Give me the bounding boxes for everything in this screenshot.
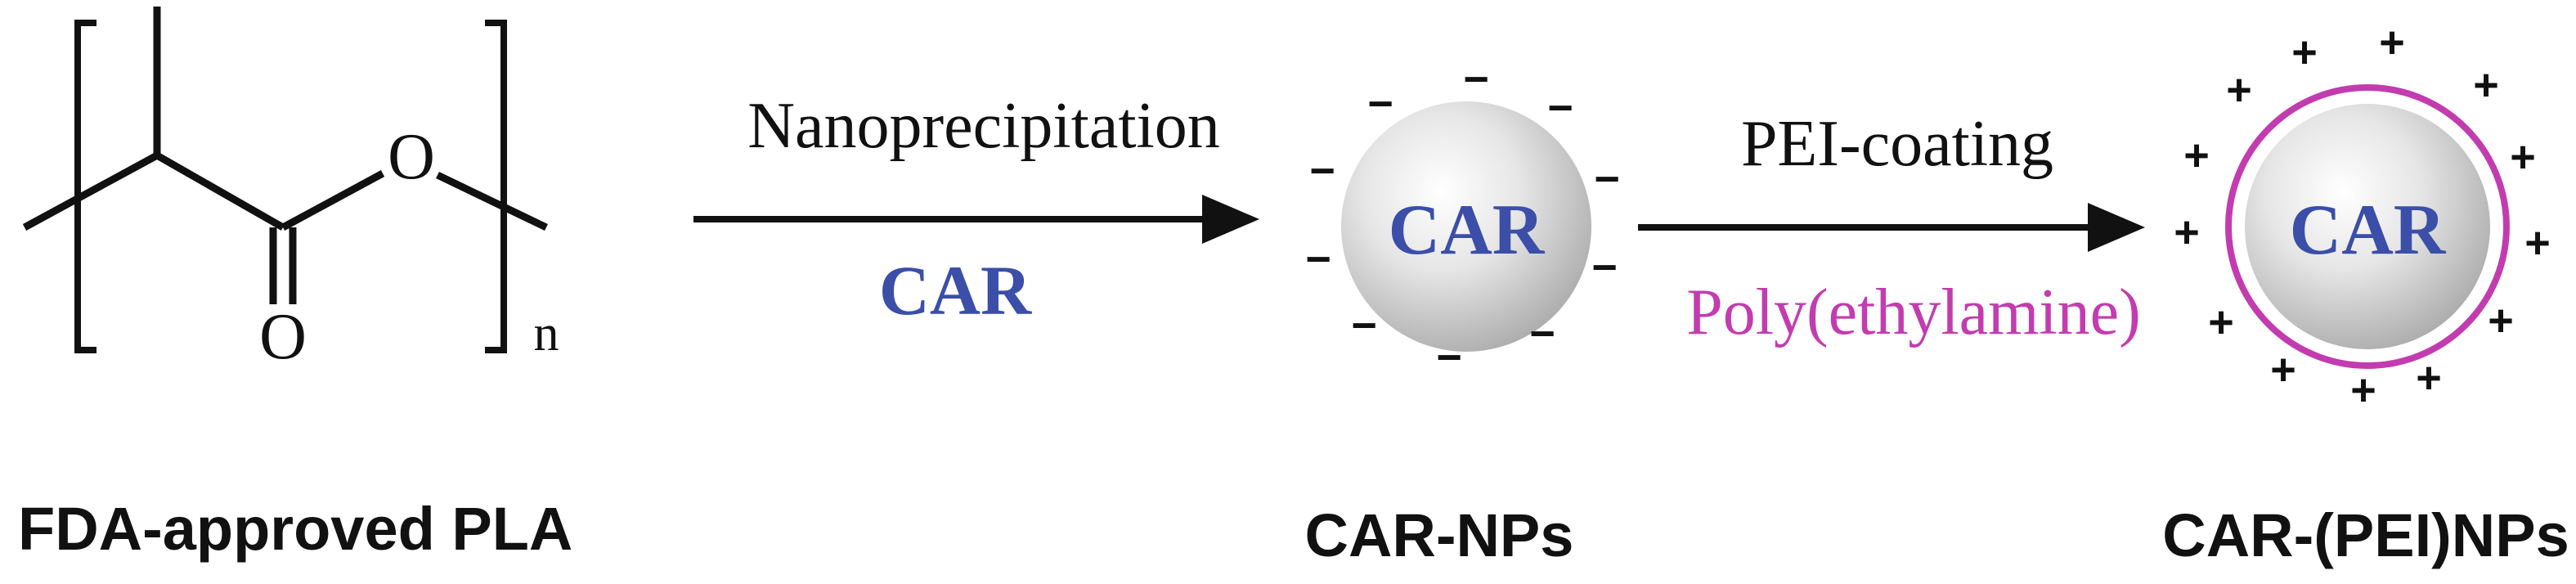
right-bracket (485, 20, 507, 353)
step2-polymer-label: Poly(ethylamine) (1686, 276, 2140, 348)
np-sphere (1341, 101, 1591, 352)
ester-oxygen-label: O (388, 121, 435, 193)
positive-charge: + (2473, 61, 2499, 110)
bond-ca-carbonyl (155, 152, 285, 231)
positive-charge: + (2208, 298, 2234, 347)
step1-reagent-label: Nanoprecipitation (747, 90, 1220, 162)
negative-charge: − (1367, 79, 1393, 128)
pei-np-sphere (2245, 104, 2490, 349)
positive-charge: + (2183, 131, 2210, 180)
negative-charge: − (1436, 333, 1462, 382)
repeat-subscript: n (534, 306, 559, 362)
step2-arrowhead (2088, 203, 2145, 252)
negative-charge: − (1547, 83, 1573, 133)
car-np-particle: CAR − − − − − − − − − − (1305, 55, 1620, 382)
pei-ring (2225, 84, 2510, 369)
negative-charge: − (1309, 146, 1335, 195)
car-pei-np-particle: CAR + + + + + + + + + + + + + (2174, 18, 2551, 415)
negative-charge: − (1594, 155, 1620, 204)
bond-carbonyl-o (280, 170, 385, 231)
positive-charge: + (2488, 296, 2514, 345)
positive-charge: + (2379, 18, 2405, 67)
bond-o-right-open (436, 171, 548, 231)
positive-charges: + + + + + + + + + + + + + (2174, 18, 2551, 415)
negative-charge: − (1591, 243, 1618, 292)
negative-charge: − (1351, 301, 1377, 350)
positive-charge: + (2174, 208, 2200, 257)
pei-np-core-label: CAR (2290, 191, 2447, 270)
caption-polymer: FDA-approved PLA (18, 495, 572, 563)
caption-car-pei-nps: CAR-(PEI)NPs (2162, 501, 2569, 569)
carbonyl-oxygen-label: O (259, 301, 307, 373)
positive-charge: + (2524, 218, 2551, 267)
positive-charge: + (2416, 353, 2442, 402)
np-core-label: CAR (1389, 191, 1546, 270)
step2-arrow-group: PEI-coating Poly(ethylamine) (1638, 108, 2145, 348)
step1-drug-label: CAR (879, 251, 1032, 330)
negative-charge: − (1463, 55, 1489, 104)
left-bracket (74, 20, 96, 353)
positive-charge: + (2226, 65, 2252, 115)
negative-charges: − − − − − − − − − − (1305, 55, 1620, 382)
positive-charge: + (2270, 345, 2296, 394)
bond-left-open (22, 152, 159, 231)
negative-charge: − (1529, 309, 1555, 358)
negative-charge: − (1305, 235, 1331, 284)
positive-charge: + (2291, 28, 2318, 77)
step1-arrow-group: Nanoprecipitation CAR (693, 90, 1259, 330)
positive-charge: + (2510, 133, 2536, 182)
step2-reagent-label: PEI-coating (1741, 108, 2053, 180)
caption-car-nps: CAR-NPs (1305, 501, 1574, 569)
pla-structure: O O n (22, 7, 559, 373)
step1-arrowhead (1202, 195, 1259, 244)
positive-charge: + (2350, 366, 2376, 415)
